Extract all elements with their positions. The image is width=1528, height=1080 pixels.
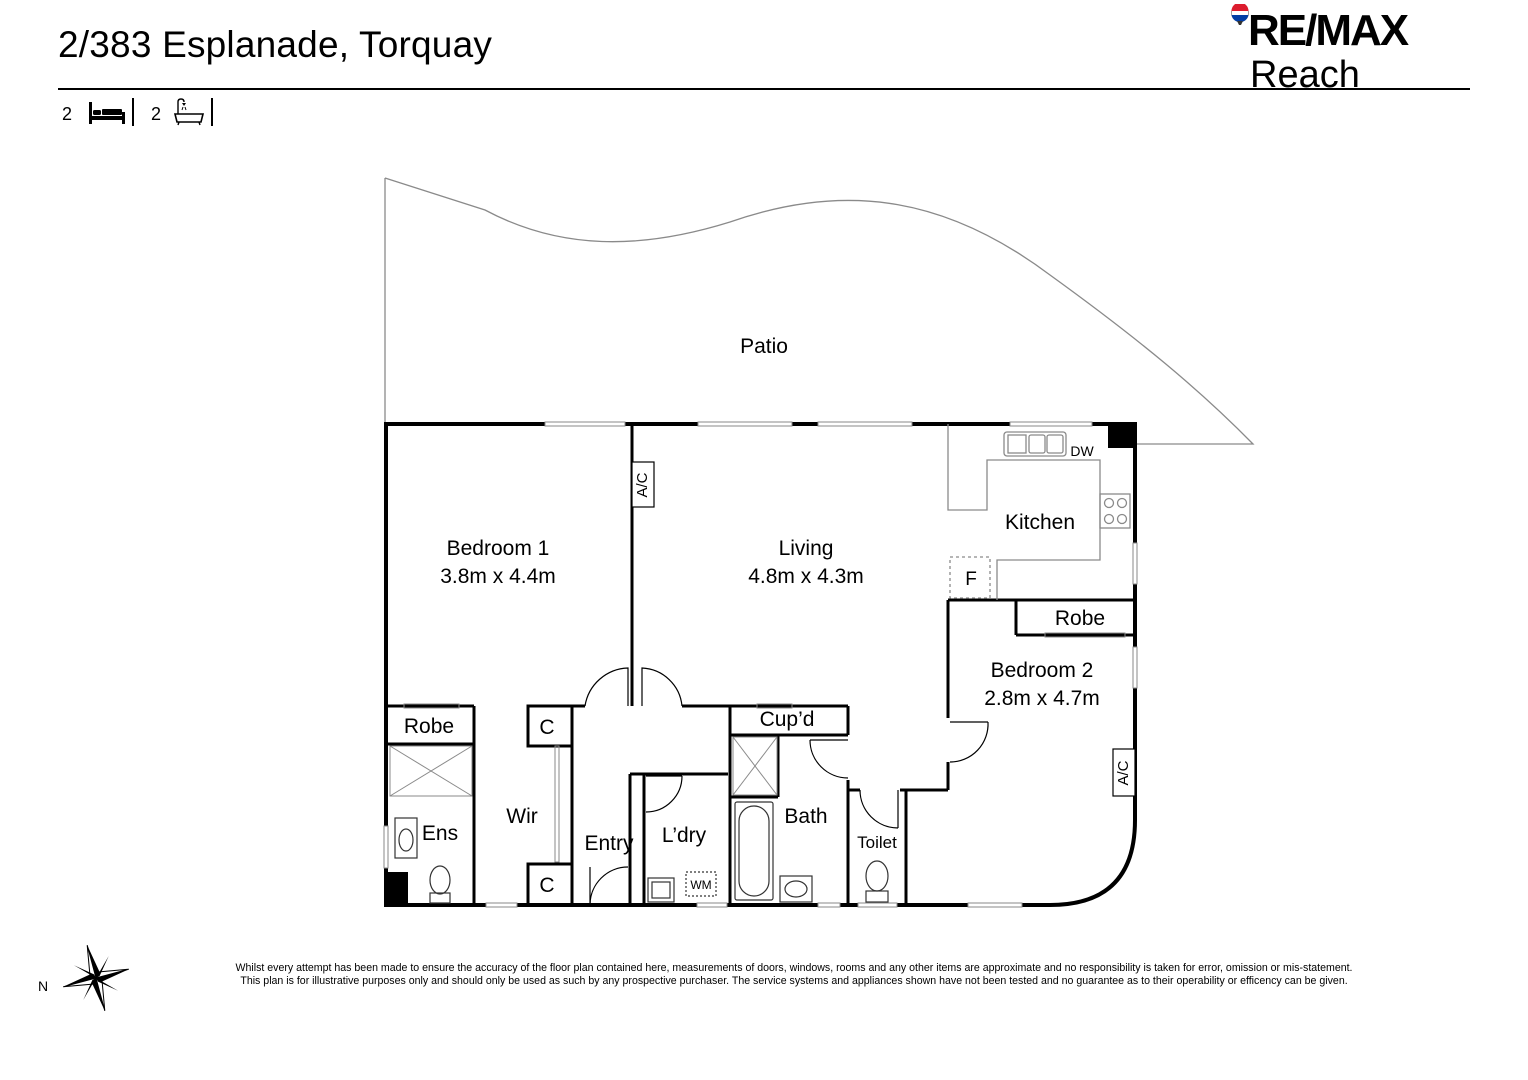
disclaimer-line-2: This plan is for illustrative purposes o… [240,975,1348,987]
label-ac-living: A/C [634,472,651,497]
label-robe1: Robe [404,715,454,738]
windows [383,421,1138,908]
label-ac-bedroom2: A/C [1115,760,1132,785]
bed-icon [89,102,125,124]
label-bedroom2: Bedroom 2 [991,659,1094,682]
brand-logo: RE/MAX [1248,6,1409,55]
label-dishwasher: DW [1070,443,1094,459]
doors [584,667,989,906]
label-cupboard-top: C [539,716,554,739]
label-bedroom1: Bedroom 1 [447,537,550,560]
label-laundry: L’dry [662,824,707,847]
stat-divider [132,98,134,126]
exterior-walls [384,422,1137,907]
bedroom-count: 2 [62,104,73,124]
stat-divider [211,98,213,126]
label-patio: Patio [740,335,788,358]
header-rule [58,88,1470,90]
size-bedroom1: 3.8m x 4.4m [440,565,556,588]
label-ensuite: Ens [422,822,458,845]
disclaimer: Whilst every attempt has been made to en… [214,962,1374,988]
label-fridge: F [965,569,977,590]
balloon-logo-icon [1231,4,1249,25]
fixtures [394,801,889,904]
label-entry: Entry [584,832,634,855]
label-kitchen: Kitchen [1005,511,1075,534]
compass-north-label: N [38,978,49,994]
office-name: Reach [1250,54,1360,96]
column [386,872,408,905]
label-cupboard-bottom: C [539,874,554,897]
property-address: 2/383 Esplanade, Torquay [58,24,493,65]
shower [389,736,778,797]
label-robe2: Robe [1055,607,1105,630]
bath-icon [173,98,205,126]
size-living: 4.8m x 4.3m [748,565,864,588]
disclaimer-line-1: Whilst every attempt has been made to en… [235,962,1353,974]
label-cupboard: Cup’d [760,708,815,731]
bathroom-count: 2 [151,104,162,124]
kitchen-bench [947,424,1131,600]
label-wir: Wir [506,805,537,828]
compass-star-icon [63,945,129,1011]
label-living: Living [779,537,834,560]
column [1108,424,1135,448]
label-bath: Bath [784,805,827,828]
agency-brand: RE/MAX Reach [1230,2,1410,96]
patio-outline [384,177,1255,445]
compass: N [30,940,140,1020]
label-toilet: Toilet [857,833,897,852]
label-washing-machine: WM [690,878,711,892]
size-bedroom2: 2.8m x 4.7m [984,687,1100,710]
